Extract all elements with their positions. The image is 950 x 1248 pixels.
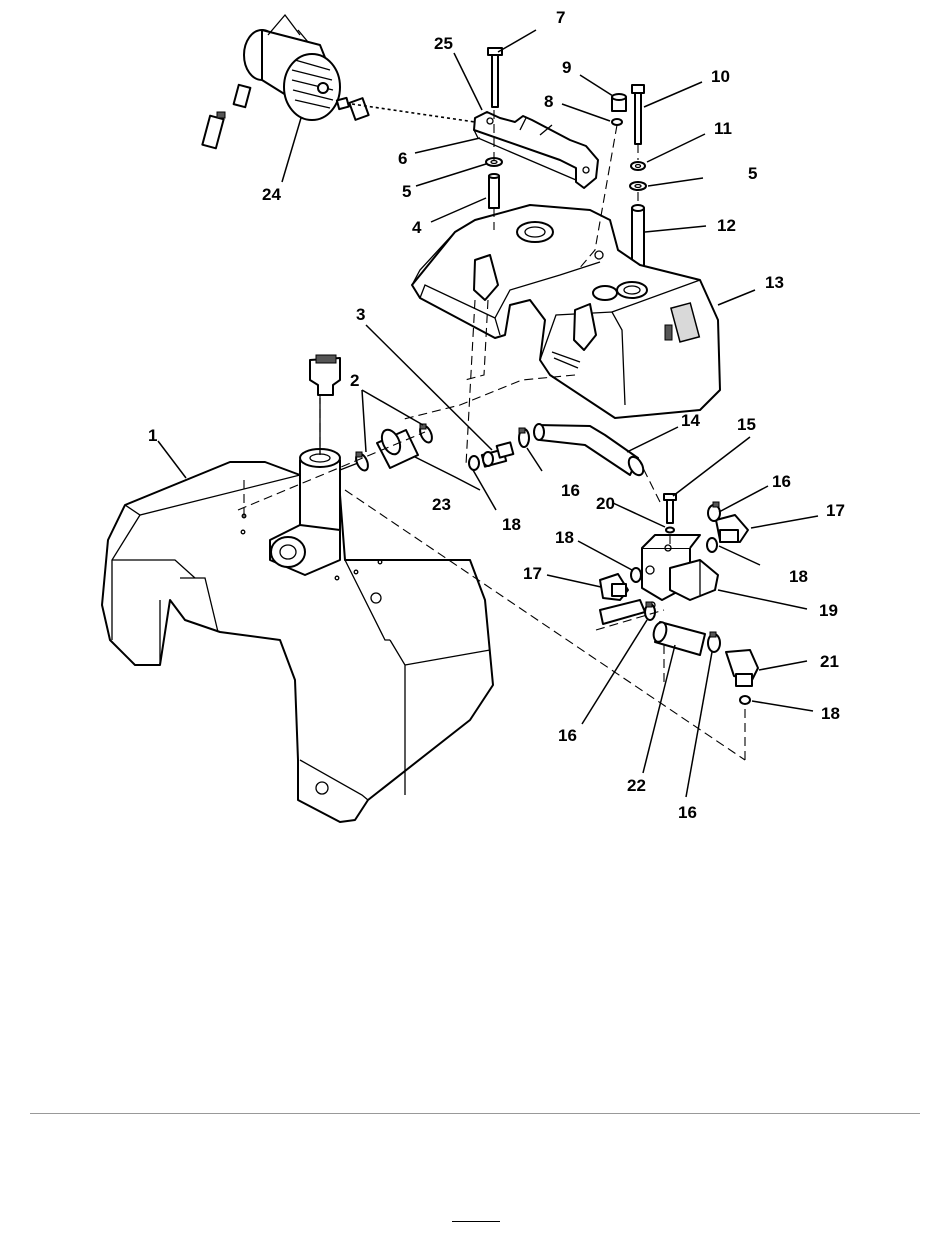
callout-17a: 17	[826, 501, 845, 520]
fuel-hose-23-part	[377, 427, 418, 468]
fuel-cap-part	[310, 355, 340, 455]
callout-23: 23	[432, 495, 451, 514]
callout-18b: 18	[555, 528, 574, 547]
hose-clamp-2a-part	[354, 452, 371, 473]
callout-18d: 18	[821, 704, 840, 723]
spacer-12-part	[632, 205, 644, 266]
cap-9-part	[612, 94, 626, 111]
elbow-17a-part	[716, 515, 748, 542]
callout-13: 13	[765, 273, 784, 292]
callout-19: 19	[819, 601, 838, 620]
callout-9: 9	[562, 58, 571, 77]
callout-15: 15	[737, 415, 756, 434]
console-cover-part	[412, 205, 720, 418]
callout-10: 10	[711, 67, 730, 86]
callout-4: 4	[412, 218, 422, 237]
footer-divider	[30, 1113, 920, 1114]
callout-22: 22	[627, 776, 646, 795]
elbow-21-part	[726, 650, 758, 686]
callout-16d: 16	[678, 803, 697, 822]
callout-14: 14	[681, 411, 700, 430]
callout-5a: 5	[402, 182, 411, 201]
bolt-7-part	[488, 48, 502, 107]
callout-7: 7	[556, 8, 565, 27]
washer-5b-part	[630, 182, 646, 190]
callout-20: 20	[596, 494, 615, 513]
charcoal-canister-part	[202, 15, 368, 148]
callout-6: 6	[398, 149, 407, 168]
callout-8: 8	[544, 92, 553, 111]
clamp-16b-part	[708, 502, 720, 521]
callout-18c: 18	[789, 567, 808, 586]
callout-2: 2	[350, 371, 359, 390]
clamp-16c-part	[645, 602, 655, 620]
callout-11: 11	[714, 119, 732, 138]
callout-16a: 16	[772, 472, 791, 491]
callout-12: 12	[717, 216, 736, 235]
callout-24: 24	[262, 185, 281, 204]
callout-25: 25	[434, 34, 453, 53]
oring-18a-part	[469, 456, 479, 470]
callout-18a: 18	[502, 515, 521, 534]
hose-22-part	[652, 621, 705, 655]
oring-18c-part	[631, 568, 641, 582]
callout-16b: 16	[561, 481, 580, 500]
oring-18b-part	[707, 538, 717, 552]
bolt-15-part	[664, 494, 676, 523]
page-number-rule	[452, 1221, 500, 1222]
bolt-10-part	[632, 85, 644, 144]
callout-1: 1	[148, 426, 157, 445]
fitting-3-part	[482, 442, 513, 466]
washer-11-part	[631, 162, 645, 170]
callout-5b: 5	[748, 164, 757, 183]
washer-20-part	[666, 528, 674, 533]
callout-21: 21	[820, 652, 839, 671]
callout-17b: 17	[523, 564, 542, 583]
callout-16c: 16	[558, 726, 577, 745]
clamp-16d-part	[708, 632, 720, 652]
callout-3: 3	[356, 305, 365, 324]
oring-18d-part	[740, 696, 750, 704]
spacer-4-part	[489, 174, 499, 208]
washer-8-part	[612, 119, 622, 125]
elbow-17b-part	[600, 574, 628, 600]
clamp-16a-part	[519, 428, 529, 447]
